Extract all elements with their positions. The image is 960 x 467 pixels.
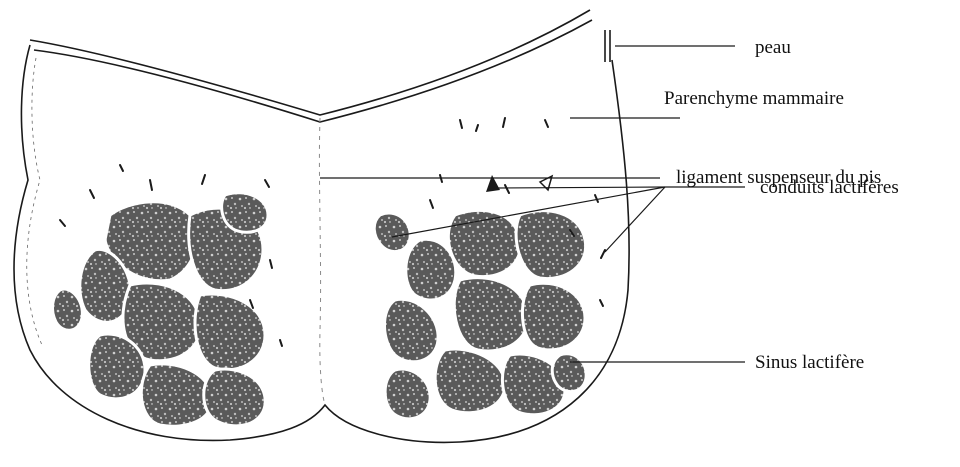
skin-outline (30, 10, 610, 122)
leader-conduits-a (498, 187, 665, 188)
udder-inner-contour (27, 58, 42, 345)
right-gland-cavities (374, 210, 586, 418)
labels: peau Parenchyme mammaire ligament suspen… (664, 37, 899, 373)
label-sinus: Sinus lactifère (755, 352, 864, 373)
left-gland-cavities (53, 193, 268, 427)
label-peau: peau (755, 37, 791, 58)
suspensory-ligament (319, 118, 325, 405)
label-parenchyme: Parenchyme mammaire (664, 88, 844, 109)
label-conduits: conduits lactifères (760, 177, 899, 198)
